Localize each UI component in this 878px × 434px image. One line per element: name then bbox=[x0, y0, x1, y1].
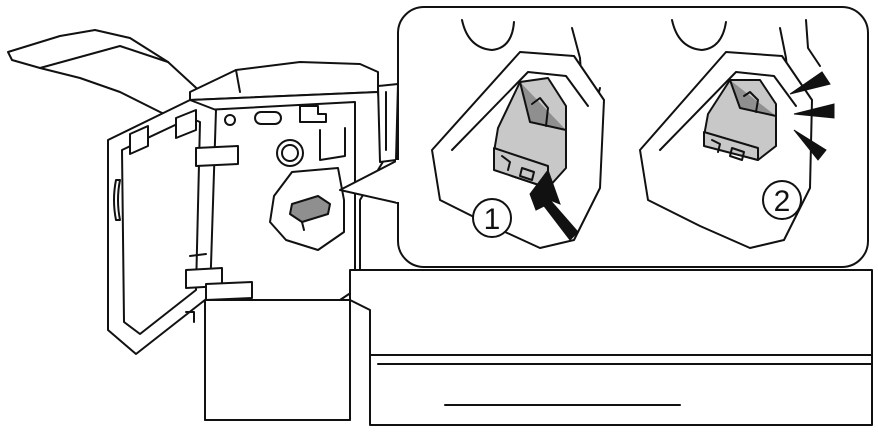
step-marker-2: 2 bbox=[762, 180, 802, 220]
click-ray-icon-top bbox=[789, 71, 831, 95]
door-handle bbox=[113, 179, 121, 221]
click-ray-icon-middle bbox=[793, 103, 835, 119]
front-door bbox=[107, 99, 253, 355]
rotary-knob bbox=[276, 139, 304, 167]
step-label-1: 1 bbox=[484, 203, 501, 236]
staple-cartridge-small bbox=[289, 195, 331, 223]
panel-latch bbox=[299, 105, 327, 123]
step-label-2: 2 bbox=[774, 185, 791, 218]
panel-slot bbox=[254, 111, 282, 125]
printer-base bbox=[349, 83, 873, 426]
screw-hole bbox=[224, 114, 236, 126]
door-hinge-top bbox=[195, 145, 239, 167]
click-ray-icon-bottom bbox=[793, 129, 827, 161]
finisher-unit bbox=[7, 29, 385, 421]
step1-panel bbox=[431, 19, 605, 249]
insert-arrow-icon bbox=[529, 168, 579, 241]
door-latch-top bbox=[129, 125, 149, 155]
base-cabinet bbox=[349, 269, 873, 426]
side-rail bbox=[377, 83, 399, 163]
lower-cabinet bbox=[204, 299, 351, 421]
step-marker-1: 1 bbox=[472, 198, 512, 238]
